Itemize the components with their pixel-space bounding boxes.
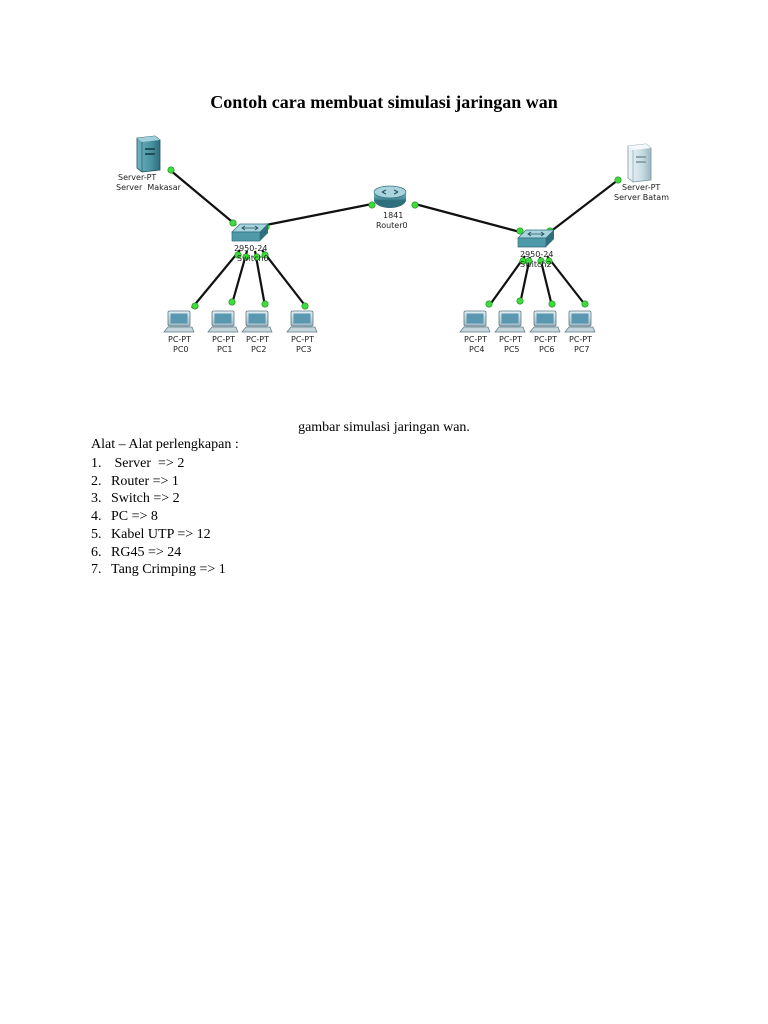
figure-caption: gambar simulasi jaringan wan. xyxy=(298,420,470,435)
switch-left-name: Switch0 xyxy=(237,254,269,263)
server-left-type: Server-PT xyxy=(118,173,156,182)
tools-item-number: 7. xyxy=(91,562,102,578)
server-right-name: Server Batam xyxy=(614,193,669,202)
tools-list-item: 1. Server => 2 xyxy=(91,455,226,473)
pc-name-label: PC0 xyxy=(173,345,189,354)
router-icon[interactable] xyxy=(373,185,407,208)
switch-right-name: Switch2 xyxy=(520,260,552,269)
pc-name-label: PC6 xyxy=(539,345,555,354)
pc-icon[interactable] xyxy=(241,310,273,333)
port-indicators xyxy=(167,166,622,310)
pc-group: PC-PTPC0PC-PTPC1PC-PTPC2PC-PTPC3PC-PTPC4… xyxy=(163,310,596,354)
pc-icon[interactable] xyxy=(207,310,239,333)
pc-icon[interactable] xyxy=(286,310,318,333)
link-switch0-pc3 xyxy=(261,249,308,309)
tools-list-item: 5. Kabel UTP => 12 xyxy=(91,526,226,544)
link-switch0-pc0 xyxy=(191,249,241,309)
link-switch2-pc7 xyxy=(546,255,587,307)
server-right-type: Server-PT xyxy=(622,183,660,192)
pc-name-label: PC3 xyxy=(296,345,312,354)
pc-type-label: PC-PT xyxy=(464,335,487,344)
tools-list-item: 3. Switch => 2 xyxy=(91,490,226,508)
switch-right-model: 2950-24 xyxy=(520,250,553,259)
switch-left-icon[interactable] xyxy=(231,223,269,242)
tools-item-text: Router => 1 xyxy=(111,473,179,489)
pc-icon[interactable] xyxy=(163,310,195,333)
tools-list-item: 4. PC => 8 xyxy=(91,508,226,526)
server-left-name: Server Makasar xyxy=(116,183,182,192)
tools-list-item: 2. Router => 1 xyxy=(91,473,226,491)
tools-item-text: PC => 8 xyxy=(111,509,158,525)
pc-type-label: PC-PT xyxy=(534,335,557,344)
link-switch0-router xyxy=(265,202,373,227)
server-left-icon[interactable] xyxy=(136,135,161,173)
tools-item-number: 2. xyxy=(91,473,102,489)
server-right-icon[interactable] xyxy=(627,143,652,183)
tools-list-item: 6. RG45 => 24 xyxy=(91,544,226,562)
link-switch2-pc6 xyxy=(538,256,554,307)
tools-item-text: RG45 => 24 xyxy=(111,544,182,560)
tools-item-number: 4. xyxy=(91,509,102,525)
pc-name-label: PC5 xyxy=(504,345,520,354)
pc-type-label: PC-PT xyxy=(291,335,314,344)
tools-list-item: 7. Tang Crimping => 1 xyxy=(91,561,226,579)
page-title: Contoh cara membuat simulasi jaringan wa… xyxy=(210,92,558,112)
pc-icon[interactable] xyxy=(564,310,596,333)
switch-left-model: 2950-24 xyxy=(234,244,267,253)
pc-type-label: PC-PT xyxy=(168,335,191,344)
link-switch2-server xyxy=(549,179,619,233)
link-switch2-pc5 xyxy=(518,256,532,305)
tools-item-number: 1. xyxy=(91,456,102,471)
router-model: 1841 xyxy=(383,211,403,220)
link-router-switch2 xyxy=(414,202,521,234)
tools-heading: Alat – Alat perlengkapan : xyxy=(91,437,239,452)
tools-list: 1. Server => 2 2. Router => 1 3. Switch =>… xyxy=(91,455,226,579)
tools-item-text: Switch => 2 xyxy=(111,491,180,507)
tools-item-text: Kabel UTP => 12 xyxy=(111,526,211,542)
pc-type-label: PC-PT xyxy=(246,335,269,344)
pc-name-label: PC1 xyxy=(217,345,233,354)
network-diagram: Server-PT Server Makasar Server-PT Serve… xyxy=(116,135,669,354)
tools-item-number: 3. xyxy=(91,491,102,507)
pc-type-label: PC-PT xyxy=(569,335,592,344)
tools-item-number: 5. xyxy=(91,526,102,542)
tools-item-text: Server => 2 xyxy=(111,456,185,471)
pc-icon[interactable] xyxy=(529,310,561,333)
link-server-switch0 xyxy=(169,169,237,226)
router-name: Router0 xyxy=(376,221,408,230)
pc-type-label: PC-PT xyxy=(499,335,522,344)
pc-icon[interactable] xyxy=(459,310,491,333)
pc-name-label: PC2 xyxy=(251,345,267,354)
pc-icon[interactable] xyxy=(494,310,526,333)
link-switch2-pc4 xyxy=(488,255,526,307)
pc-name-label: PC7 xyxy=(574,345,590,354)
pc-name-label: PC4 xyxy=(469,345,485,354)
tools-item-text: Tang Crimping => 1 xyxy=(111,562,226,578)
pc-type-label: PC-PT xyxy=(212,335,235,344)
tools-item-number: 6. xyxy=(91,544,102,560)
switch-right-icon[interactable] xyxy=(517,229,555,248)
